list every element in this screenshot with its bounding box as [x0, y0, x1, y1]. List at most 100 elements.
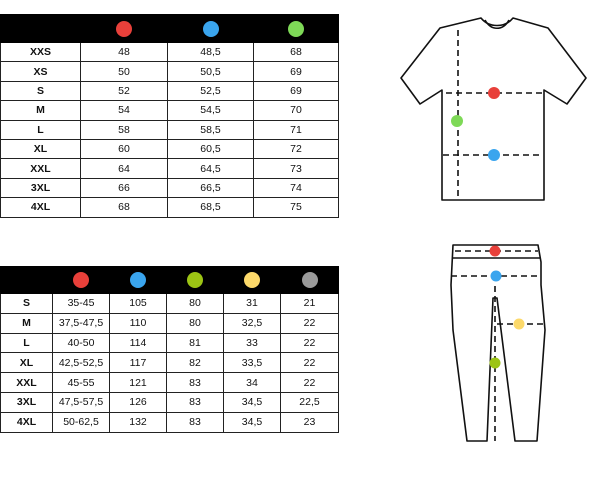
blue-dot-icon: [202, 20, 219, 37]
red-dot-icon: [73, 272, 89, 288]
measure-cell: 54,5: [167, 100, 254, 121]
measure-cell: 80: [166, 312, 224, 334]
size-label: L: [0, 119, 81, 140]
measure-cell: 42,5-52,5: [52, 352, 110, 374]
measure-cell: 60: [80, 138, 168, 160]
pants-measure-lime-dot: [489, 357, 501, 369]
tshirt-measure-green-dot: [451, 115, 463, 127]
size-label: XXL: [0, 158, 81, 179]
gray-dot-icon: [301, 272, 318, 288]
measure-cell: 22: [280, 312, 339, 334]
size-label: 4XL: [0, 197, 81, 218]
measure-cell: 40-50: [52, 332, 110, 354]
measure-cell: 70: [253, 100, 339, 121]
measure-cell: 114: [109, 332, 167, 354]
measure-cell: 66: [80, 177, 168, 199]
measure-cell: 37,5-47,5: [52, 312, 110, 334]
size-label: S: [0, 293, 53, 314]
lime-dot-icon: [187, 272, 203, 288]
measure-cell: 32,5: [223, 312, 281, 334]
size-label: 3XL: [0, 177, 81, 199]
size-label: XL: [0, 138, 81, 160]
measure-cell: 121: [109, 372, 167, 393]
tshirt-measure-blue-dot: [488, 149, 500, 161]
measure-cell: 52: [80, 80, 168, 102]
measure-cell: 132: [109, 411, 167, 433]
pants-header-red: [52, 266, 110, 294]
tshirt-header-red: [80, 14, 168, 43]
measure-cell: 45-55: [52, 372, 110, 393]
measure-cell: 105: [109, 293, 167, 314]
measure-cell: 50,5: [167, 61, 254, 82]
measure-cell: 81: [166, 332, 224, 354]
size-label: XXL: [0, 372, 53, 393]
measure-cell: 69: [253, 80, 339, 102]
pants-header-yellow: [223, 266, 281, 294]
measure-cell: 54: [80, 100, 168, 121]
measure-cell: 82: [166, 352, 224, 374]
measure-cell: 110: [109, 312, 167, 334]
measure-cell: 64: [80, 158, 168, 179]
pants-measure-yellow-dot: [513, 318, 525, 330]
pants-header-row: [0, 266, 339, 294]
measure-cell: 64,5: [167, 158, 254, 179]
tshirt-measure-red-dot: [488, 87, 500, 99]
size-label: 4XL: [0, 411, 53, 433]
measure-cell: 83: [166, 372, 224, 393]
size-label: L: [0, 332, 53, 354]
measure-cell: 48,5: [167, 41, 254, 63]
measure-cell: 22: [280, 352, 339, 374]
measure-cell: 58,5: [167, 119, 254, 140]
measure-cell: 31: [223, 293, 281, 314]
size-label: M: [0, 312, 53, 334]
tshirt-header-empty: [0, 14, 81, 43]
measure-cell: 23: [280, 411, 339, 433]
measure-cell: 80: [166, 293, 224, 314]
measure-cell: 35-45: [52, 293, 110, 314]
tshirt-header-blue: [167, 14, 254, 43]
measure-cell: 22: [280, 372, 339, 393]
size-label: XS: [0, 61, 81, 82]
measure-cell: 71: [253, 119, 339, 140]
measure-cell: 69: [253, 61, 339, 82]
pants-measure-blue-dot: [490, 270, 502, 282]
size-label: XXS: [0, 41, 81, 63]
measure-cell: 21: [280, 293, 339, 314]
measure-cell: 58: [80, 119, 168, 140]
measure-cell: 74: [253, 177, 339, 199]
measure-cell: 83: [166, 391, 224, 413]
measure-cell: 33,5: [223, 352, 281, 374]
pants-header-blue: [109, 266, 167, 294]
measure-cell: 47,5-57,5: [52, 391, 110, 413]
measure-cell: 126: [109, 391, 167, 413]
measure-cell: 75: [253, 197, 339, 218]
size-label: XL: [0, 352, 53, 374]
size-label: 3XL: [0, 391, 53, 413]
measure-cell: 60,5: [167, 138, 254, 160]
pants-measure-red-dot: [489, 245, 501, 257]
blue-dot-icon: [130, 272, 146, 288]
size-label: S: [0, 80, 81, 102]
measure-cell: 22,5: [280, 391, 339, 413]
red-dot-icon: [116, 20, 132, 37]
measure-cell: 34,5: [223, 411, 281, 433]
measure-cell: 33: [223, 332, 281, 354]
measure-cell: 73: [253, 158, 339, 179]
size-label: M: [0, 100, 81, 121]
pants-header-empty: [0, 266, 53, 294]
